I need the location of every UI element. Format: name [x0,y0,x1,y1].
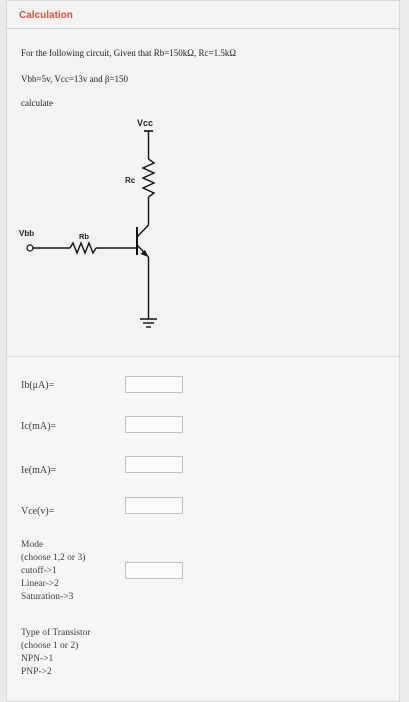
section-title: Calculation [19,10,73,21]
rc-label: Rc [125,176,136,185]
circuit-diagram: Vcc Rc Vbb Rb [19,118,157,328]
vbb-terminal [26,244,34,252]
rc-resistor [141,158,156,198]
ib-input[interactable] [125,376,183,393]
type-line: PNP->2 [21,667,52,677]
mode-line: cutoff->1 [21,566,57,576]
rb-label: Rb [79,232,89,241]
instruction-line: calculate [21,98,53,108]
mode-line: Linear->2 [21,579,59,589]
mode-line: Saturation->3 [21,592,74,602]
given-values-line: For the following circuit, Given that Rb… [21,48,237,58]
ic-input[interactable] [125,416,183,433]
mode-line: Mode [21,540,44,550]
vcc-label: Vcc [137,118,153,128]
ie-input[interactable] [125,456,183,473]
answer-panel: Ib(μA)= Ic(mA)= Ie(mA)= Vce(v)= Mode (ch… [6,356,400,702]
title-divider [7,28,399,29]
mode-instructions: Mode (choose 1,2 or 3) cutoff->1 Linear-… [21,539,85,604]
vce-label: Vce(v)= [21,506,55,517]
vce-input[interactable] [125,497,183,514]
type-line: (choose 1 or 2) [21,641,79,651]
ie-label: Ie(mA)= [21,465,57,476]
collector-lead [136,224,150,238]
question-panel: Calculation For the following circuit, G… [6,0,400,358]
rb-resistor [69,241,97,255]
type-line: NPN->1 [21,654,54,664]
given-voltages-line: Vbb=5v, Vcc=13v and β=150 [21,74,129,84]
mode-line: (choose 1,2 or 3) [21,553,86,563]
transistor-type-instructions: Type of Transistor (choose 1 or 2) NPN->… [21,627,91,679]
emitter-arrow [140,250,149,257]
mode-input[interactable] [125,562,183,579]
type-line: Type of Transistor [21,628,91,638]
ic-label: Ic(mA)= [21,421,57,432]
vbb-label: Vbb [19,229,34,238]
ib-label: Ib(μA)= [21,380,55,391]
